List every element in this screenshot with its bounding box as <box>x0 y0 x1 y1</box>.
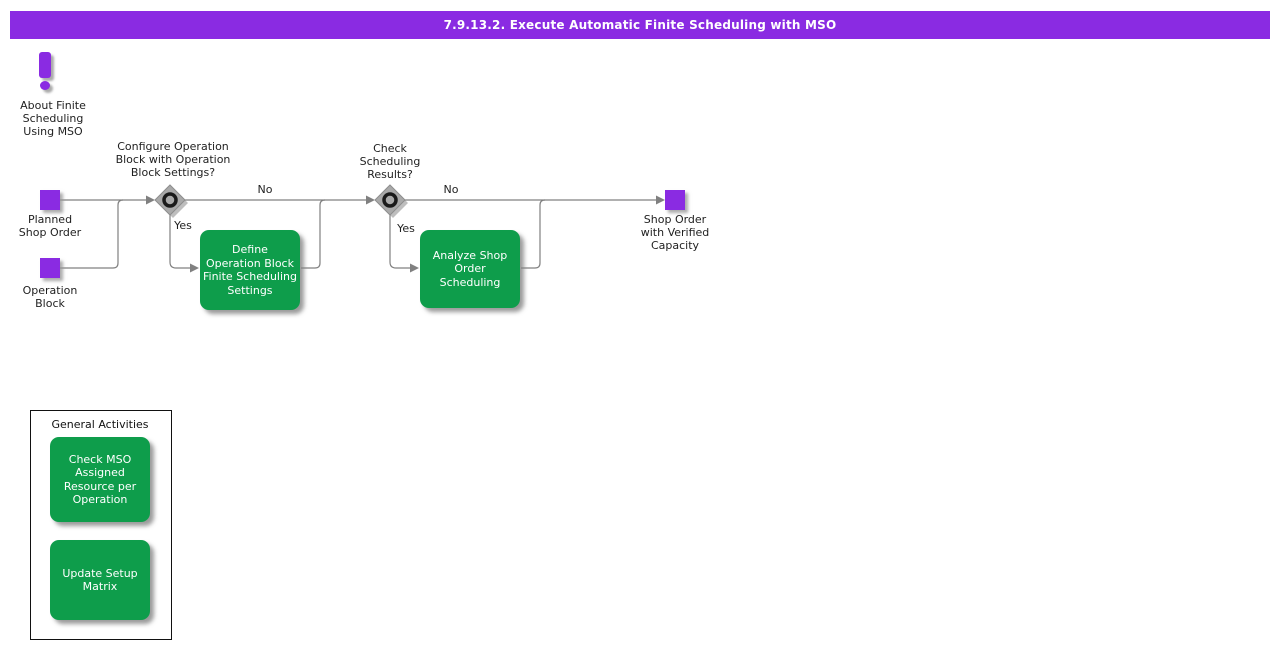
arrow-into-decision1 <box>146 195 155 205</box>
decision2-question: Check Scheduling Results? <box>359 142 421 181</box>
decision2-yes-label: Yes <box>397 222 415 235</box>
decision1-yes-label: Yes <box>174 219 192 232</box>
end-node-shop-order-verified-capacity[interactable] <box>665 190 685 210</box>
arrow-into-activity1 <box>190 263 199 273</box>
start-node-operation-block[interactable] <box>40 258 60 278</box>
arrow-into-end-node <box>656 195 665 205</box>
decision1-circle-icon <box>162 192 178 208</box>
arrow-into-decision2 <box>366 195 375 205</box>
general-activities-title: General Activities <box>51 418 149 431</box>
exclamation-icon[interactable] <box>39 52 51 78</box>
decision1-question: Configure Operation Block with Operation… <box>115 140 231 179</box>
start-node-operation-block-label: Operation Block <box>22 284 78 310</box>
end-node-label: Shop Order with Verified Capacity <box>640 213 710 252</box>
decision2-no-label: No <box>443 183 459 196</box>
activity-define-operation-block-finite-scheduling-settings[interactable]: Define Operation Block Finite Scheduling… <box>200 230 300 310</box>
page-title: 7.9.13.2. Execute Automatic Finite Sched… <box>10 11 1270 39</box>
about-note-label[interactable]: About Finite Scheduling Using MSO <box>20 99 86 138</box>
decision2-diamond <box>374 184 408 218</box>
exclamation-icon-dot[interactable] <box>40 81 50 90</box>
connector-lines <box>60 199 657 269</box>
start-node-planned-shop-order-label: Planned Shop Order <box>18 213 82 239</box>
activity-analyze-shop-order-scheduling[interactable]: Analyze Shop Order Scheduling <box>420 230 520 308</box>
arrowheads <box>146 195 665 273</box>
activity-check-mso-assigned-resource-per-operation[interactable]: Check MSO Assigned Resource per Operatio… <box>50 437 150 522</box>
activity-update-setup-matrix[interactable]: Update Setup Matrix <box>50 540 150 620</box>
decision1-no-label: No <box>257 183 273 196</box>
start-node-planned-shop-order[interactable] <box>40 190 60 210</box>
arrow-into-activity2 <box>410 263 419 273</box>
decision1-diamond <box>154 184 188 218</box>
decision2-circle-icon <box>382 192 398 208</box>
